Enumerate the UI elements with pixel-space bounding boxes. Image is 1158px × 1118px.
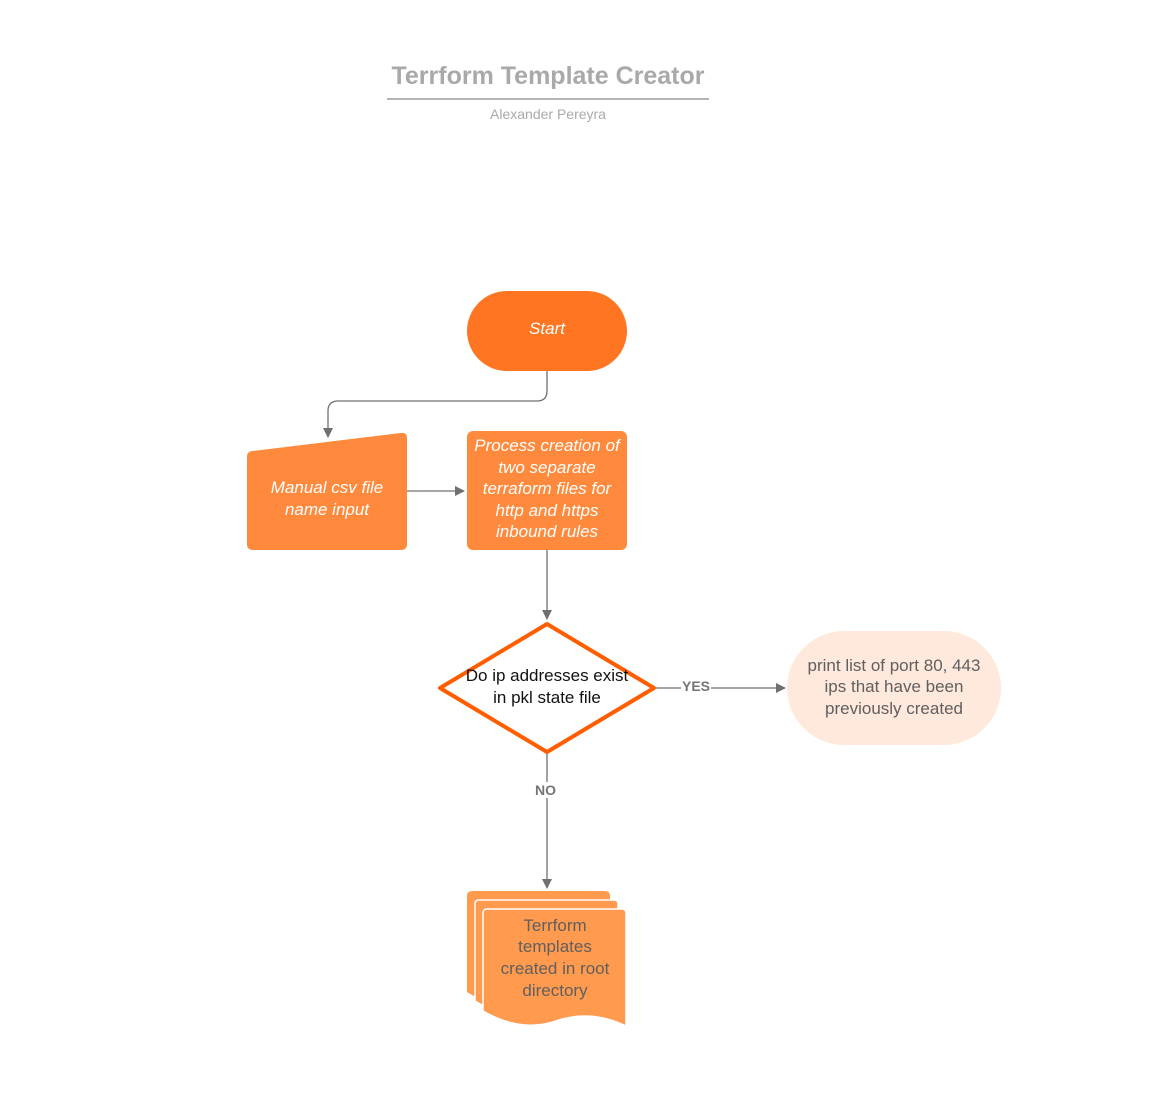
connector-start-to-input bbox=[323, 371, 548, 438]
page-title: Terrform Template Creator bbox=[391, 62, 705, 90]
print-output-shape[interactable] bbox=[787, 631, 1001, 745]
author-subtitle: Alexander Pereyra bbox=[490, 106, 606, 122]
start-label: Start bbox=[529, 319, 565, 339]
title-underline bbox=[387, 98, 709, 100]
documents-label: Terrform templates created in root direc… bbox=[500, 915, 610, 1000]
process-shape[interactable] bbox=[467, 431, 627, 550]
decision-label: Do ip addresses exist in pkl state file bbox=[465, 666, 629, 707]
yes-edge-label: YES bbox=[681, 678, 712, 694]
manual-input-label: Manual csv file name input bbox=[270, 478, 384, 519]
start-terminator-shape[interactable] bbox=[467, 291, 627, 371]
manual-input-shape[interactable] bbox=[247, 432, 407, 550]
documents-shape[interactable] bbox=[467, 891, 627, 1028]
decision-shape[interactable] bbox=[438, 622, 656, 754]
no-edge-label: NO bbox=[534, 782, 557, 798]
process-label: Process creation of two separate terrafo… bbox=[474, 436, 620, 542]
print-output-label: print list of port 80, 443 ips that have… bbox=[807, 655, 981, 718]
